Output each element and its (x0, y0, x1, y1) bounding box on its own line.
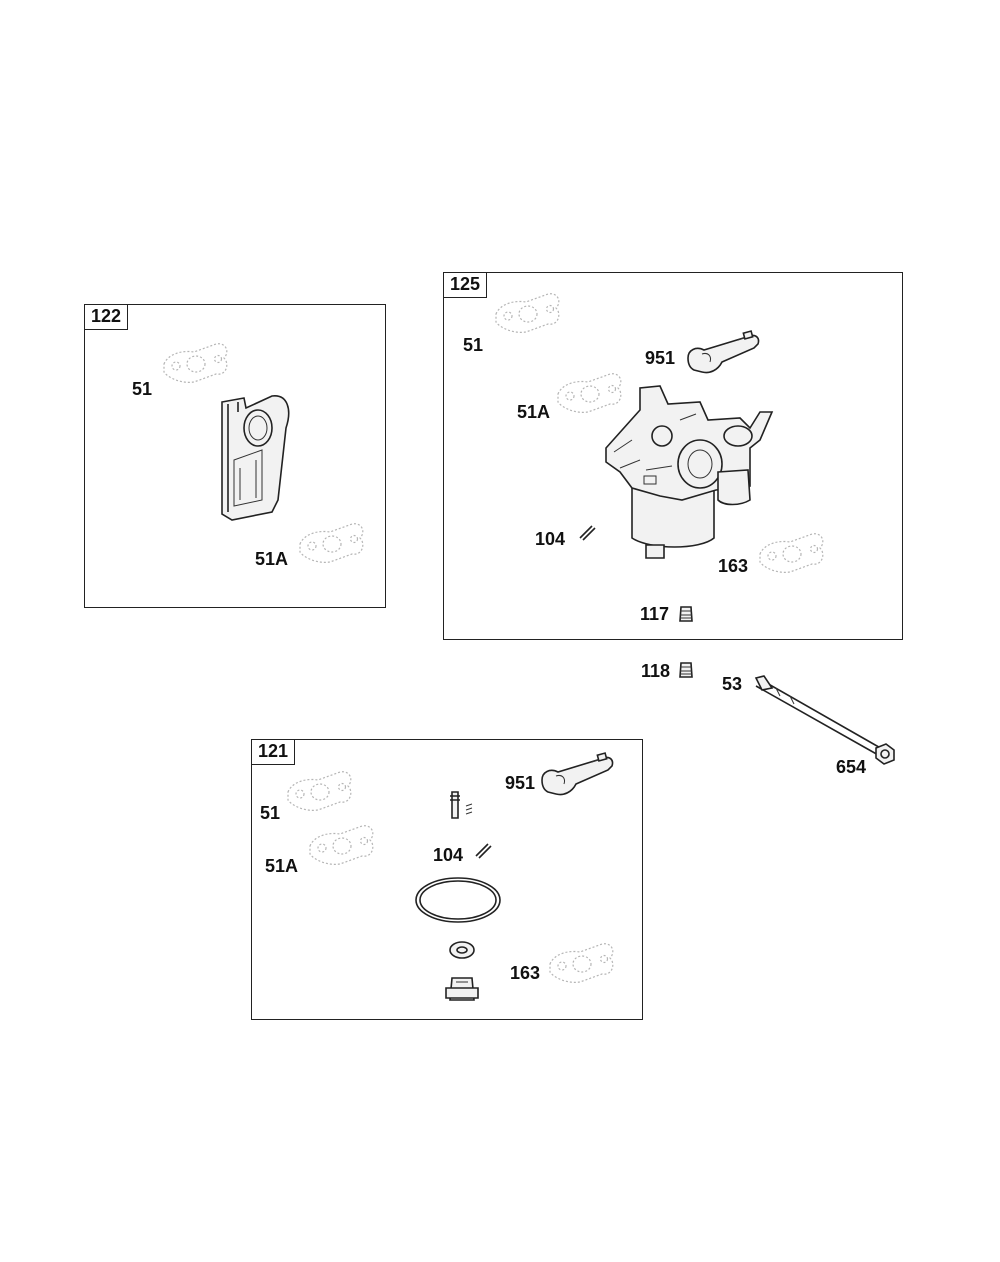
nut-654-drawing (875, 743, 895, 765)
washer-drawing (449, 941, 475, 959)
jet-118-drawing (679, 662, 693, 678)
float-bowl-o-ring-drawing (415, 877, 501, 923)
gasket-163-drawing (549, 943, 614, 983)
gasket-51-drawing (163, 343, 228, 383)
gasket-51a-drawing (309, 825, 374, 865)
bowl-nut-drawing (445, 977, 479, 1001)
callout-654: 654 (836, 757, 867, 777)
gasket-51-drawing (287, 771, 352, 811)
callout-53: 53 (722, 674, 743, 694)
callout-51: 51 (260, 803, 281, 823)
kit-tag-121: 121 (252, 740, 296, 765)
gasket-51a-drawing (557, 373, 622, 413)
throttle-lever-951-drawing (687, 330, 760, 374)
kit-tag-122: 122 (85, 305, 129, 330)
callout-51a: 51A (265, 856, 299, 876)
callout-51: 51 (132, 379, 153, 399)
callout-51a: 51A (517, 402, 551, 422)
pin-104-drawing (475, 843, 492, 859)
pin-104-drawing (579, 525, 596, 541)
callout-163: 163 (510, 963, 541, 983)
callout-951: 951 (505, 773, 536, 793)
carburetor-spacer-drawing (221, 395, 290, 521)
callout-951: 951 (645, 348, 676, 368)
carburetor-drawing (605, 385, 774, 559)
callout-104: 104 (535, 529, 566, 549)
gasket-51-drawing (495, 293, 560, 333)
kit-box-121: 121 (251, 739, 643, 1020)
callout-51: 51 (463, 335, 484, 355)
jet-117-drawing (679, 606, 693, 622)
kit-box-122: 122 (84, 304, 386, 608)
callout-104: 104 (433, 845, 464, 865)
callout-163: 163 (718, 556, 749, 576)
kit-tag-125: 125 (444, 273, 488, 298)
needle-valve-drawing (450, 791, 473, 819)
kit-box-125: 125 (443, 272, 903, 640)
callout-118: 118 (641, 661, 671, 681)
gasket-163-drawing (759, 533, 824, 573)
callout-117: 117 (640, 604, 670, 624)
callout-51a: 51A (255, 549, 289, 569)
throttle-lever-951-drawing (541, 752, 614, 796)
carburetor-stud-53-drawing (754, 675, 885, 757)
gasket-51a-drawing (299, 523, 364, 563)
